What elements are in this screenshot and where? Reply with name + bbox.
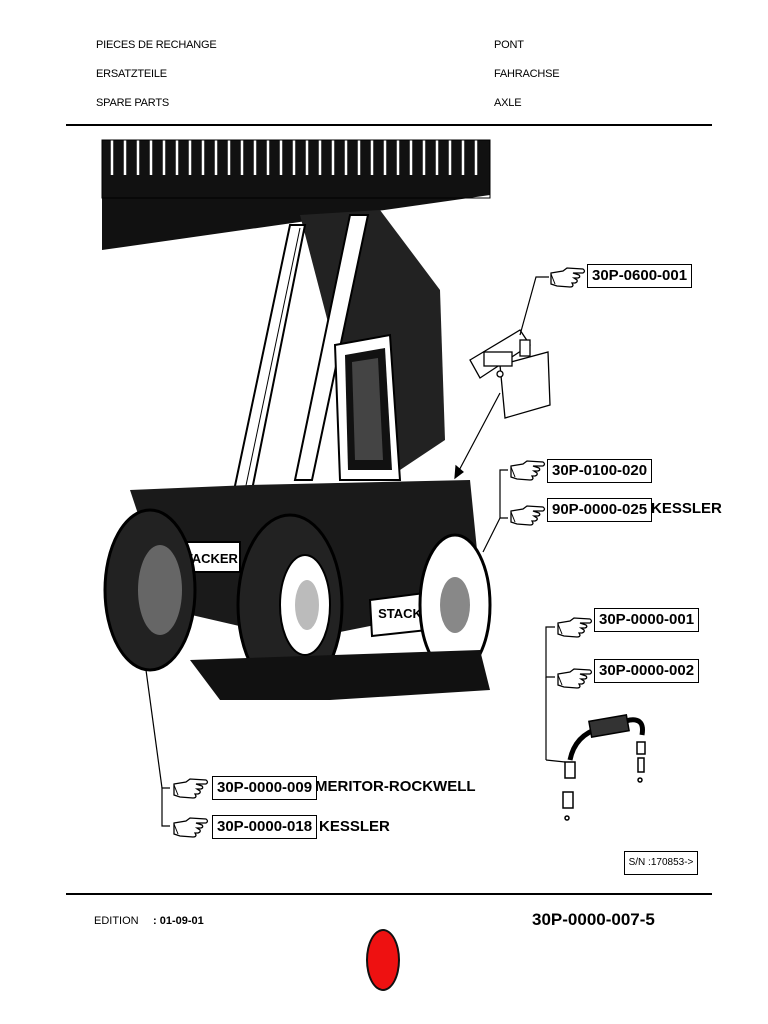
header-left-line-1: PIECES DE RECHANGE — [96, 39, 217, 51]
pointing-hand-icon — [173, 817, 209, 838]
part-number-90P-0000-025[interactable]: 90P-0000-025 — [547, 498, 653, 522]
hose-detail-drawing — [562, 713, 646, 821]
serial-number-box: S/N :170853-> — [624, 851, 698, 875]
part-number-30P-0000-001[interactable]: 30P-0000-001 — [594, 608, 700, 632]
red-dot-marker — [366, 929, 400, 991]
header-rule — [66, 124, 712, 126]
header-right-line-1: PONT — [494, 39, 524, 51]
part-number-30P-0600-001[interactable]: 30P-0600-001 — [587, 264, 693, 288]
manufacturer-label: KESSLER — [651, 500, 722, 517]
footer-rule — [66, 893, 712, 895]
wheels-drawing — [103, 508, 492, 700]
manufacturer-label: MERITOR-ROCKWELL — [315, 778, 476, 795]
part-number-30P-0000-002[interactable]: 30P-0000-002 — [594, 659, 700, 683]
header-right-line-2: FAHRACHSE — [494, 68, 560, 80]
bracket-detail-drawing — [469, 329, 551, 419]
pointing-hand-icon — [557, 668, 593, 689]
header-left-line-3: SPARE PARTS — [96, 97, 169, 109]
pointing-hand-icon — [557, 617, 593, 638]
pointing-hand-icon — [550, 267, 586, 288]
part-number-30P-0000-018[interactable]: 30P-0000-018 — [212, 815, 318, 839]
pointing-hand-icon — [510, 460, 546, 481]
part-number-30P-0100-020[interactable]: 30P-0100-020 — [547, 459, 653, 483]
part-number-30P-0000-009[interactable]: 30P-0000-009 — [212, 776, 318, 800]
edition-label: EDITION — [94, 915, 139, 927]
pointing-hand-icon — [173, 778, 209, 799]
pointing-hand-icon — [510, 505, 546, 526]
header-right-line-3: AXLE — [494, 97, 522, 109]
header-left-line-2: ERSATZTEILE — [96, 68, 167, 80]
cab-drawing — [333, 333, 402, 481]
edition-value: : 01-09-01 — [153, 915, 204, 927]
manufacturer-label: KESSLER — [319, 818, 390, 835]
document-number: 30P-0000-007-5 — [532, 910, 655, 929]
leader-lines — [145, 276, 566, 827]
